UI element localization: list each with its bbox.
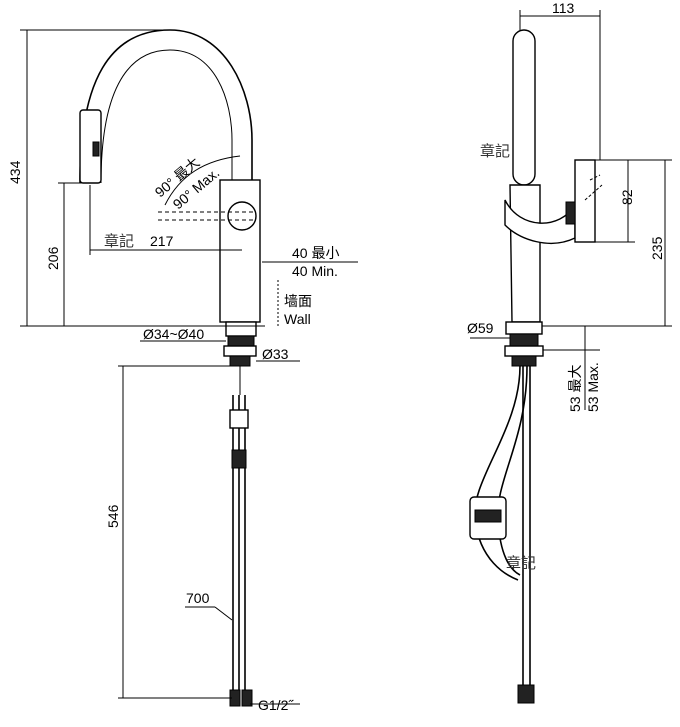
dim-depth: 113 <box>552 0 575 16</box>
side-view: 113 82 235 Ø59 53 最大 53 Max. <box>467 0 672 704</box>
dim-hose-total: 700 <box>186 590 210 606</box>
dim-total-height: 434 <box>7 160 23 184</box>
spray-head <box>79 109 102 184</box>
dim-thread: G1/2˝ <box>258 697 294 713</box>
deck-en: 53 Max. <box>585 362 601 412</box>
wall-cn: 墙面 <box>284 293 312 309</box>
front-view: 434 206 217 90° 最大 90° Max. 40 最小 40 Min… <box>7 29 358 713</box>
dim-spout-height: 206 <box>45 246 61 270</box>
dim-body-height: 235 <box>649 236 665 260</box>
watermark-1: 章記 <box>480 142 510 160</box>
watermark-2: 章記 <box>104 232 134 250</box>
side-handle <box>574 159 596 243</box>
dim-handle-height: 82 <box>619 189 635 205</box>
side-spout <box>512 29 536 186</box>
watermark-3: 章記 <box>506 554 536 572</box>
wall-min-cn: 40 最小 <box>292 245 339 261</box>
side-body <box>509 184 541 323</box>
dim-base-dia: Ø59 <box>467 320 494 336</box>
dim-hose-length: 546 <box>105 504 121 528</box>
spout-arc <box>79 29 253 184</box>
wall-min-en: 40 Min. <box>292 263 338 279</box>
faucet-body <box>219 179 261 323</box>
dim-shank-dia: Ø33 <box>262 346 289 362</box>
side-base <box>505 321 543 335</box>
deck-cn: 53 最大 <box>567 365 583 412</box>
wall-en: Wall <box>284 311 311 327</box>
dim-hole-dia: Ø34~Ø40 <box>143 326 204 342</box>
handle-knob <box>227 201 257 231</box>
dim-reach: 217 <box>150 233 174 249</box>
base-ring <box>225 321 257 337</box>
